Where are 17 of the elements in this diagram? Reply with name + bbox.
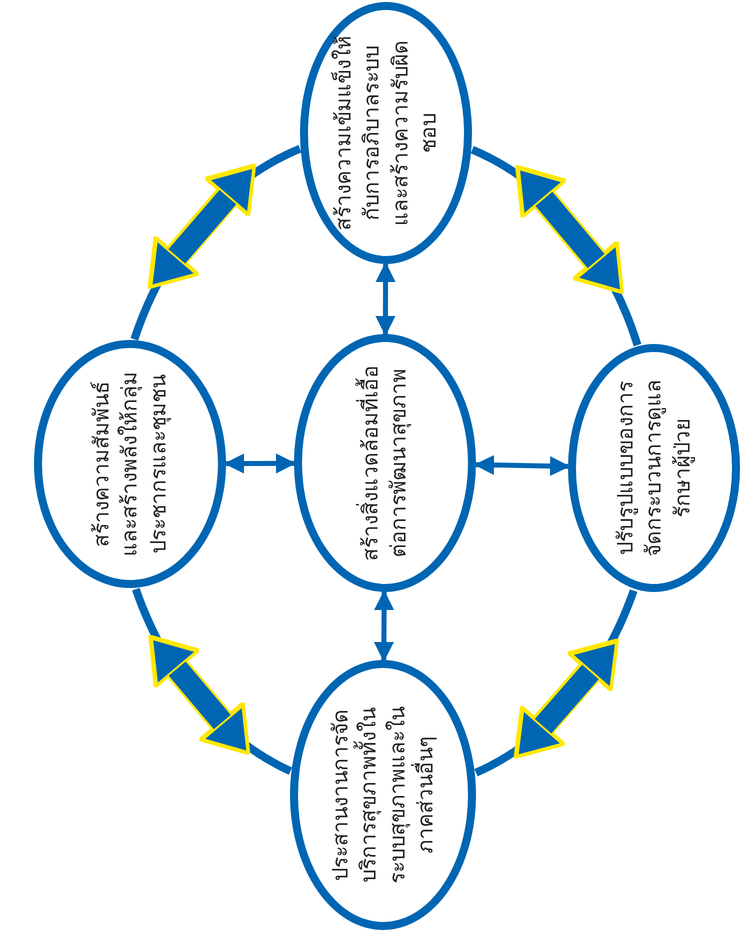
- double-arrow: [474, 455, 570, 476]
- double-arrow: [374, 590, 394, 662]
- ring-line: [130, 145, 302, 341]
- double-arrow: [518, 168, 622, 292]
- double-arrow: [375, 262, 396, 336]
- double-arrow: [224, 453, 296, 474]
- node-text: ปรับรูปแบบของการจัดกระบวนการดูแลรักษาผู้ป่วย: [612, 378, 696, 558]
- double-arrow: [150, 638, 249, 754]
- node-text: สร้างสิ่งแวดล้อมที่เอื้อต่อการพัฒนาสุขภาพ: [356, 364, 414, 562]
- ring-line: [132, 588, 292, 775]
- ring-line: [474, 589, 638, 776]
- double-arrow: [516, 641, 618, 757]
- double-arrow: [150, 166, 254, 288]
- node-text: ประสานงานการจัดบริการสุขภาพทั้งในระบบสุขภาพและในภาคส่วนอื่นๆ: [327, 706, 438, 886]
- node-text: สร้างความสัมพันธ์และสร้างพลังให้กลุ่มประชากรและชุมชน: [88, 370, 172, 558]
- node-text: สร้างความเข้มแข็งให้กับการอภิบาลระบบและสร้างความรับผิดชอบ: [330, 34, 442, 232]
- ring-line: [470, 146, 642, 347]
